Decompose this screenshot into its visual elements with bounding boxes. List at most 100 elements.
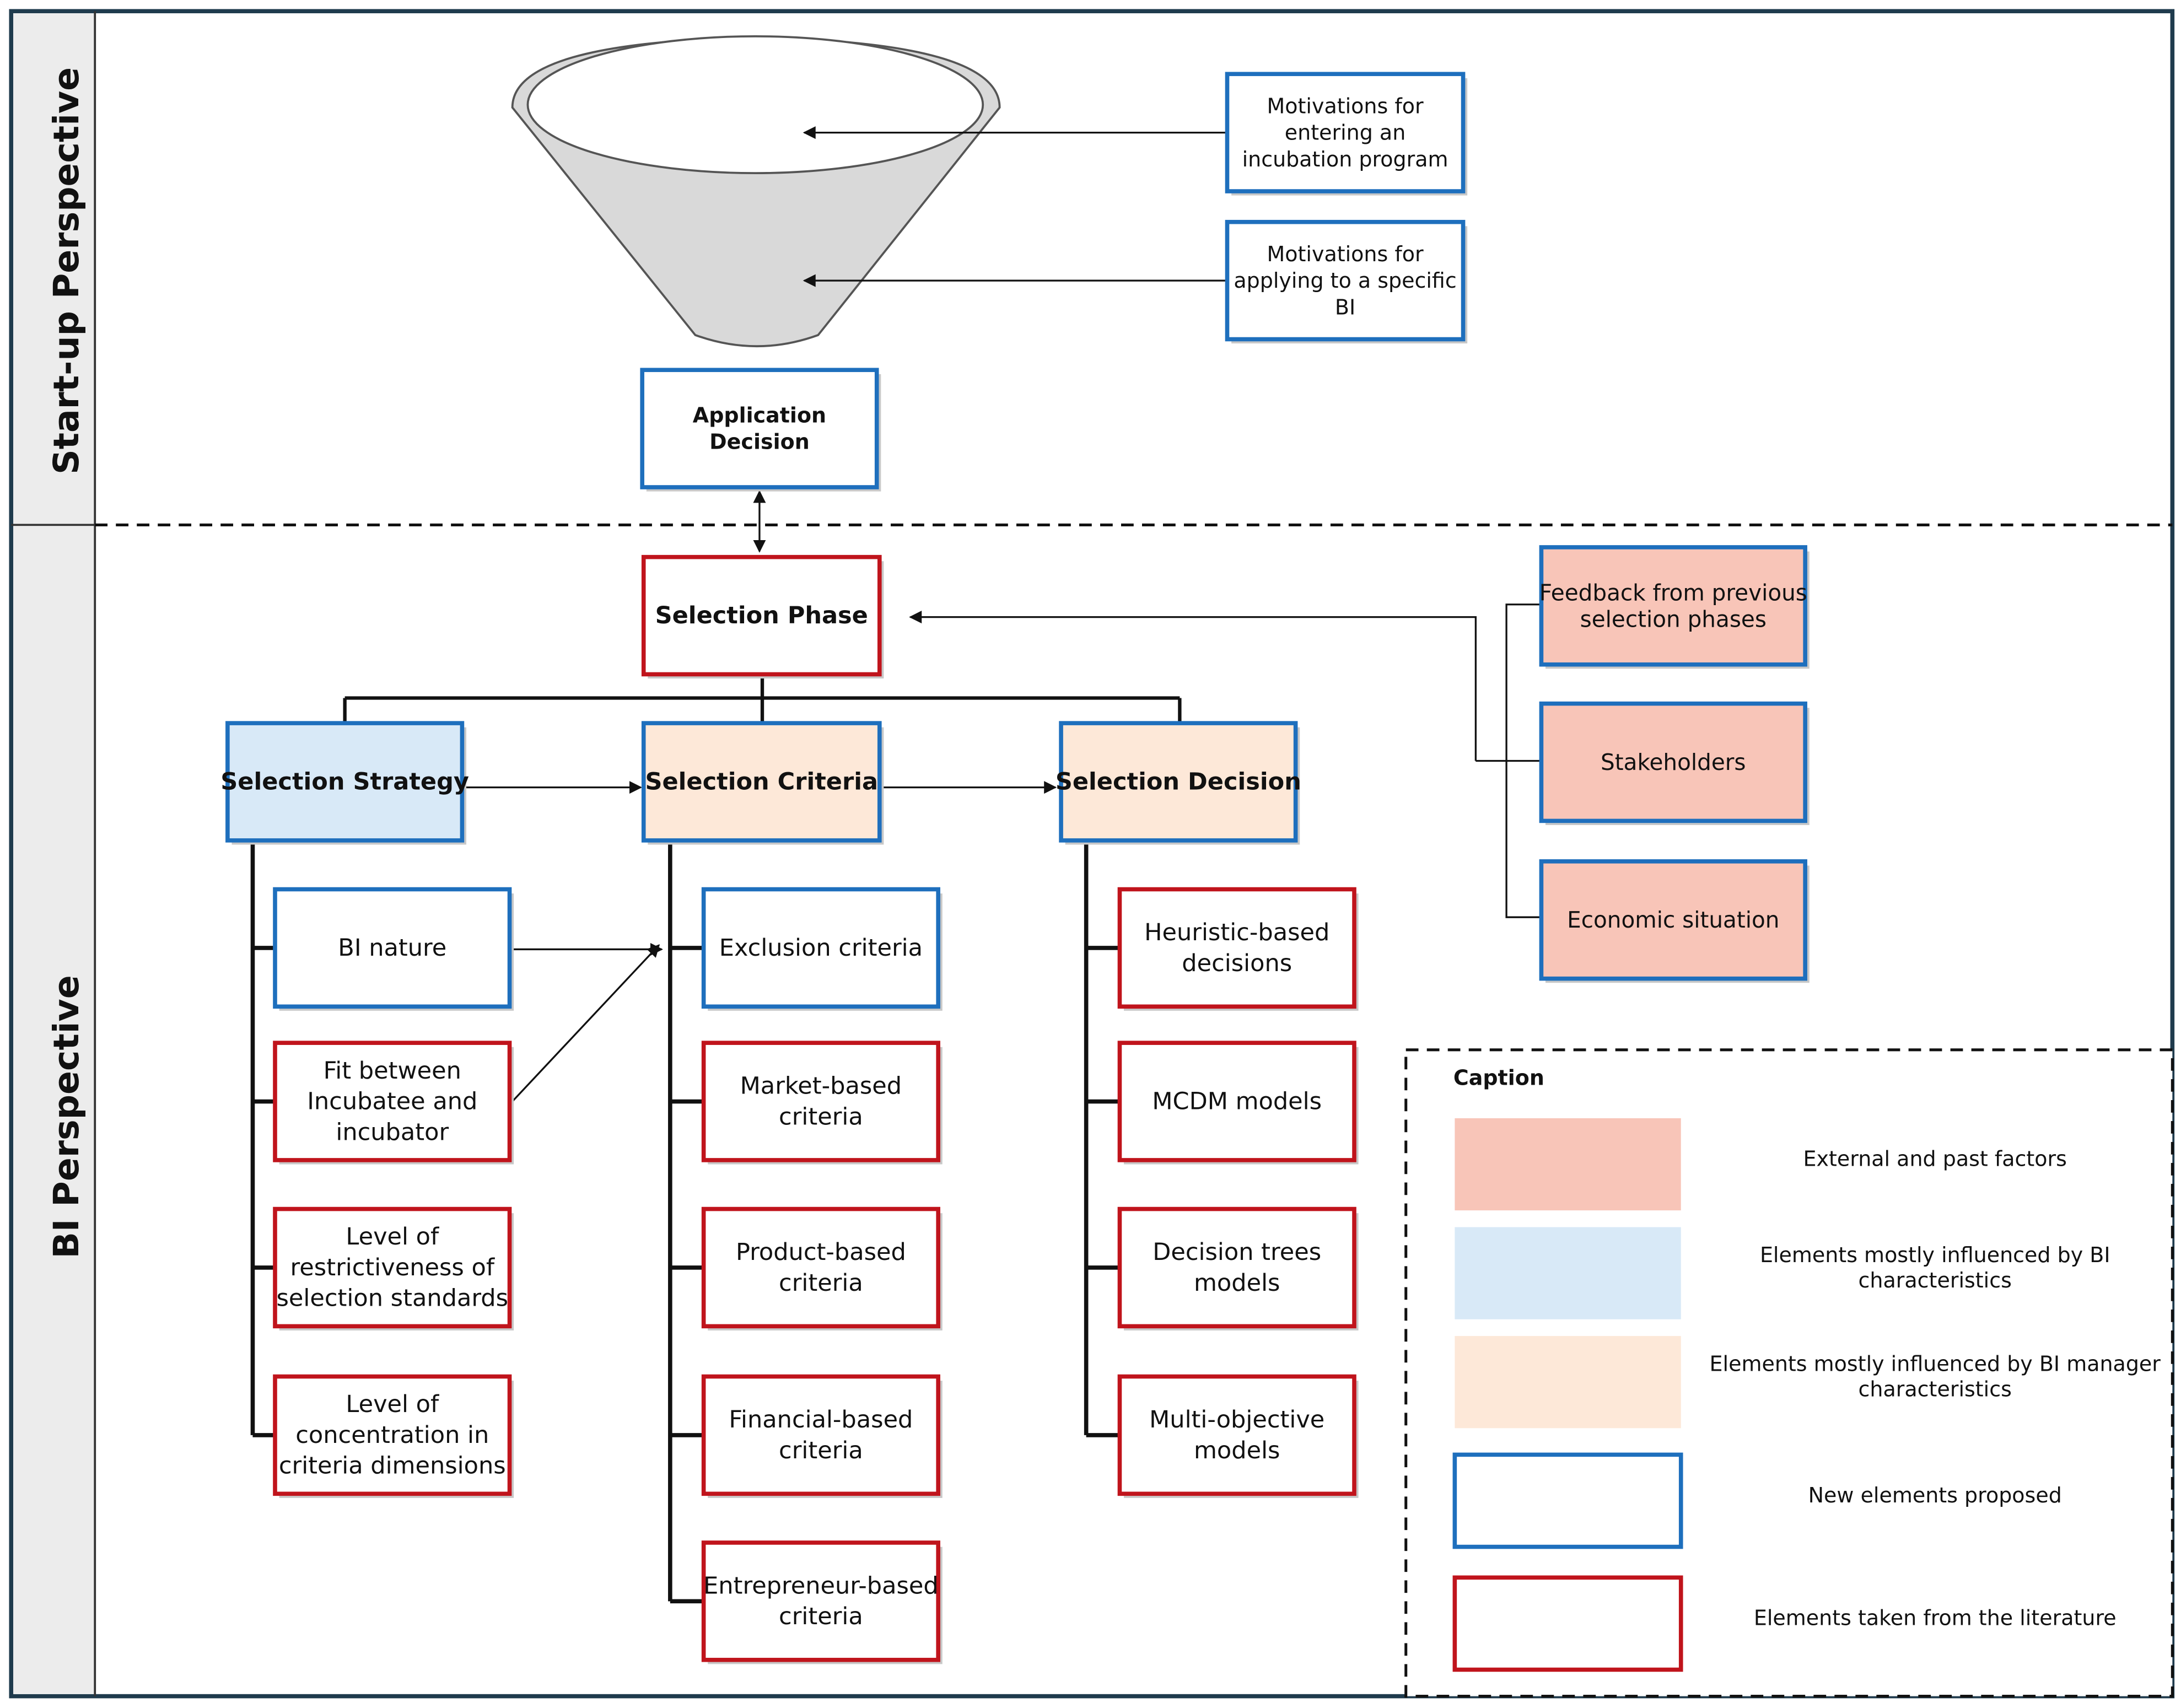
decision-item-2-rect bbox=[1117, 1206, 1356, 1329]
selection-criteria-box-rect bbox=[641, 721, 882, 843]
decision-item-2-label-line: Decision trees bbox=[1153, 1238, 1321, 1266]
motivations-entering-box-label-line: entering an bbox=[1285, 121, 1406, 145]
application-decision-box-label-line: Decision bbox=[709, 430, 810, 454]
selection-strategy-box-label-line: Selection Strategy bbox=[220, 768, 469, 795]
criteria-item-0-label-line: Exclusion criteria bbox=[719, 934, 923, 962]
bi-lane-header bbox=[13, 526, 94, 1694]
motivations-applying-box-label-line: applying to a specific bbox=[1234, 268, 1456, 293]
criteria-item-4-label-line: criteria bbox=[779, 1603, 863, 1630]
selection-decision-box-rect bbox=[1059, 721, 1298, 843]
criteria-item-1-label-line: criteria bbox=[779, 1103, 863, 1130]
caption-label-line: Elements mostly influenced by BI manager bbox=[1710, 1352, 2161, 1376]
arrow-fit-criteria bbox=[510, 944, 660, 1104]
strategy-item-3-rect bbox=[273, 1374, 512, 1496]
decision-item-2-label-line: models bbox=[1194, 1269, 1280, 1297]
strategy-item-0-label-line: BI nature bbox=[338, 934, 446, 962]
decision-item-3-rect bbox=[1117, 1374, 1356, 1496]
external-factor-0-label-line: Feedback from previous bbox=[1539, 579, 1807, 606]
criteria-item-3-label-line: criteria bbox=[779, 1437, 863, 1464]
external-factor-1: Stakeholders bbox=[1539, 701, 1810, 826]
decision-item-0: Heuristic-based decisions bbox=[1117, 887, 1359, 1011]
strategy-item-0-rect bbox=[273, 887, 512, 1009]
caption-swatch bbox=[1455, 1118, 1681, 1211]
startup-lane-header bbox=[13, 13, 94, 525]
external-factor-0-rect bbox=[1539, 545, 1807, 667]
caption-item: New elements proposed bbox=[1452, 1452, 2062, 1549]
criteria-item-2-label-line: criteria bbox=[779, 1269, 863, 1297]
strategy-item-3-label-line: criteria dimensions bbox=[279, 1452, 506, 1480]
caption-label-line: External and past factors bbox=[1803, 1146, 2067, 1171]
criteria-item-3-rect bbox=[701, 1374, 940, 1496]
selection-criteria-box-label-line: Selection Criteria bbox=[645, 768, 878, 795]
motivations-entering-box-label-line: Motivations for bbox=[1267, 94, 1424, 118]
selection-phase-box-rect bbox=[641, 554, 882, 677]
criteria-item-1-rect bbox=[701, 1041, 940, 1162]
external-factor-2-rect bbox=[1539, 859, 1807, 981]
strategy-item-2-rect bbox=[273, 1206, 512, 1329]
caption-item: External and past factors bbox=[1455, 1118, 2067, 1211]
caption-label-line: Elements mostly influenced by BI bbox=[1760, 1243, 2110, 1267]
selection-criteria-box: Selection Criteria bbox=[641, 721, 884, 845]
external-factor-2-label-line: Economic situation bbox=[1567, 907, 1779, 933]
motivations-applying-box-label-line: Motivations for bbox=[1267, 242, 1424, 266]
selection-strategy-box-rect bbox=[225, 721, 465, 843]
application-funnel bbox=[511, 35, 1001, 348]
decision-item-0-rect bbox=[1117, 887, 1356, 1009]
caption-swatch bbox=[1452, 1575, 1683, 1672]
selection-strategy-box: Selection Strategy bbox=[220, 721, 469, 845]
external-factor-0-label-line: selection phases bbox=[1580, 606, 1767, 632]
decision-item-0-label-line: decisions bbox=[1182, 950, 1292, 977]
decision-item-1-rect bbox=[1117, 1041, 1356, 1162]
criteria-item-1: Market-based criteria bbox=[701, 1041, 943, 1165]
strategy-item-2-label-line: restrictiveness of bbox=[290, 1254, 495, 1281]
decision-item-1: MCDM models bbox=[1117, 1041, 1359, 1165]
motivations-entering-box-label-line: incubation program bbox=[1242, 147, 1448, 171]
criteria-item-0-rect bbox=[701, 887, 940, 1009]
caption-item: Elements taken from the literature bbox=[1452, 1575, 2117, 1672]
caption-title: Caption bbox=[1453, 1065, 1544, 1090]
selection-decision-box-label-line: Selection Decision bbox=[1056, 768, 1301, 795]
strategy-item-1-label-line: Incubatee and bbox=[307, 1088, 477, 1116]
motivations-applying-box-rect bbox=[1225, 219, 1466, 342]
motivations-applying-box-label-line: BI bbox=[1335, 295, 1355, 319]
startup-lane-label: Start-up Perspective bbox=[46, 67, 87, 475]
caption-item: Elements mostly influenced by BI manager… bbox=[1455, 1336, 2161, 1429]
strategy-item-3-label-line: concentration in bbox=[295, 1421, 489, 1449]
criteria-item-4-rect bbox=[701, 1540, 940, 1662]
caption-label-line: Elements taken from the literature bbox=[1754, 1606, 2117, 1630]
caption-swatch bbox=[1455, 1336, 1681, 1429]
bi-lane-label: BI Perspective bbox=[46, 975, 87, 1258]
strategy-item-2-label-line: selection standards bbox=[277, 1285, 509, 1312]
strategy-item-3-label-line: Level of bbox=[346, 1391, 439, 1418]
arrow-external-to-selection bbox=[909, 611, 1477, 761]
external-factor-1-rect bbox=[1539, 701, 1807, 823]
strategy-item-1-label-line: Fit between bbox=[324, 1057, 461, 1085]
decision-item-0-label-line: Heuristic-based bbox=[1144, 919, 1329, 946]
decision-item-1-label-line: MCDM models bbox=[1152, 1088, 1322, 1116]
caption-swatch bbox=[1455, 1227, 1681, 1319]
connectors bbox=[250, 126, 1542, 1602]
criteria-item-1-label-line: Market-based bbox=[740, 1073, 902, 1100]
caption-swatch bbox=[1452, 1452, 1683, 1549]
strategy-item-0: BI nature bbox=[273, 887, 514, 1011]
criteria-item-0: Exclusion criteria bbox=[701, 887, 943, 1011]
decision-item-3-label-line: Multi-objective bbox=[1149, 1406, 1324, 1434]
selection-decision-box: Selection Decision bbox=[1056, 721, 1301, 845]
criteria-item-3-label-line: Financial-based bbox=[729, 1406, 913, 1434]
motivations-entering-box-rect bbox=[1225, 72, 1466, 193]
strategy-item-1-rect bbox=[273, 1041, 512, 1162]
branch-stubs bbox=[252, 946, 1120, 1604]
selection-phase-box: Selection Phase bbox=[641, 554, 884, 679]
caption-label-line: New elements proposed bbox=[1808, 1483, 2062, 1507]
